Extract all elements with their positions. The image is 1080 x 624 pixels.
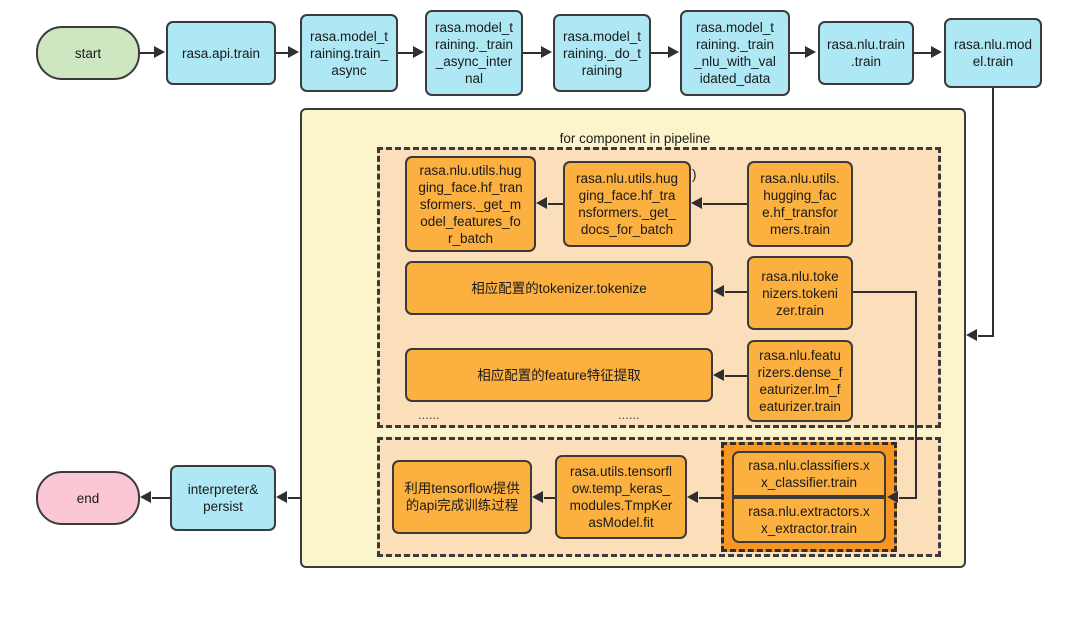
node-tmp-keras-model-fit[interactable]: rasa.utils.tensorfl ow.temp_keras_ modul… — [555, 455, 687, 539]
edge-hf-train-to-get-docs — [703, 203, 747, 205]
edge-tokenizer-train-to-configured — [725, 291, 747, 293]
edge-model-train-into-loop — [978, 335, 994, 337]
arrowhead-loop-to-interpreter — [276, 491, 287, 503]
arrowhead-keras-to-tensorflow-api — [532, 491, 543, 503]
edge-get-docs-to-get-model-features — [548, 203, 563, 205]
node-configured-tokenizer-tokenize[interactable]: 相应配置的tokenizer.tokenize — [405, 261, 713, 315]
arrowhead-start-to-api-train — [154, 46, 165, 58]
edge-api-train-to-train-async — [276, 52, 290, 54]
edge-interpreter-to-end — [152, 497, 170, 499]
arrowhead-api-train-to-train-async — [288, 46, 299, 58]
arrowhead-hf-train-to-get-docs — [691, 197, 702, 209]
edge-loop-to-interpreter — [288, 497, 302, 499]
arrowhead-tokenizer-train-to-configured — [713, 285, 724, 297]
node-classifier-train[interactable]: rasa.nlu.classifiers.x x_classifier.trai… — [732, 451, 886, 497]
arrowhead-model-train-into-loop — [966, 329, 977, 341]
node-nlu-train[interactable]: rasa.nlu.train .train — [818, 21, 914, 85]
arrowhead-loop-spine-to-classifier — [887, 491, 898, 503]
node-hf-transformers-train[interactable]: rasa.nlu.utils. hugging_fac e.hf_transfo… — [747, 161, 853, 247]
arrowhead-nlu-train-to-nlu-model-train — [931, 46, 942, 58]
arrowhead-featurizer-train-to-configured — [713, 369, 724, 381]
arrowhead-internal-to-do-training — [541, 46, 552, 58]
edge-loop-spine-to-classifier — [899, 497, 917, 499]
edge-loop-spine-vertical — [915, 291, 917, 498]
arrowhead-interpreter-to-end — [140, 491, 151, 503]
edge-train-nlu-to-nlu-train — [790, 52, 806, 54]
edge-internal-to-do-training — [523, 52, 541, 54]
node-start[interactable]: start — [36, 26, 140, 80]
loop-label-line1: for component in pipeline — [559, 131, 711, 146]
node-train-async[interactable]: rasa.model_t raining.train_ async — [300, 14, 398, 92]
edge-train-async-to-internal — [398, 52, 414, 54]
node-do-training[interactable]: rasa.model_t raining._do_t raining — [553, 14, 651, 92]
node-interpreter-persist[interactable]: interpreter& persist — [170, 465, 276, 531]
node-extractor-train[interactable]: rasa.nlu.extractors.x x_extractor.train — [732, 497, 886, 543]
node-nlu-model-train[interactable]: rasa.nlu.mod el.train — [944, 18, 1042, 88]
node-tensorflow-api-training[interactable]: 利用tensorflow提供 的api完成训练过程 — [392, 460, 532, 534]
edge-loop-spine-top — [853, 291, 917, 293]
node-hf-get-model-features-for-batch[interactable]: rasa.nlu.utils.hug ging_face.hf_tran sfo… — [405, 156, 536, 252]
node-train-async-internal[interactable]: rasa.model_t raining._train _async_inter… — [425, 10, 523, 96]
node-lm-featurizer-train[interactable]: rasa.nlu.featu rizers.dense_f eaturizer.… — [747, 340, 853, 422]
edge-classifier-group-to-keras — [699, 497, 721, 499]
edge-keras-to-tensorflow-api — [544, 497, 555, 499]
arrowhead-get-docs-to-get-model-features — [536, 197, 547, 209]
ellipsis-middle: ...... — [618, 407, 640, 422]
node-hf-get-docs-for-batch[interactable]: rasa.nlu.utils.hug ging_face.hf_tra nsfo… — [563, 161, 691, 247]
arrowhead-train-nlu-to-nlu-train — [805, 46, 816, 58]
node-train-nlu-with-validated-data[interactable]: rasa.model_t raining._train _nlu_with_va… — [680, 10, 790, 96]
edge-nlu-train-to-nlu-model-train — [914, 52, 932, 54]
node-configured-feature-extraction[interactable]: 相应配置的feature特征提取 — [405, 348, 713, 402]
arrowhead-classifier-group-to-keras — [687, 491, 698, 503]
arrowhead-do-training-to-train-nlu — [668, 46, 679, 58]
node-rasa-api-train[interactable]: rasa.api.train — [166, 21, 276, 85]
node-tokenizer-train[interactable]: rasa.nlu.toke nizers.tokeni zer.train — [747, 256, 853, 330]
edge-model-train-down — [992, 88, 994, 336]
node-end[interactable]: end — [36, 471, 140, 525]
ellipsis-left: ...... — [418, 407, 440, 422]
edge-do-training-to-train-nlu — [651, 52, 668, 54]
edge-featurizer-train-to-configured — [725, 375, 747, 377]
edge-start-to-api-train — [140, 52, 156, 54]
arrowhead-train-async-to-internal — [413, 46, 424, 58]
